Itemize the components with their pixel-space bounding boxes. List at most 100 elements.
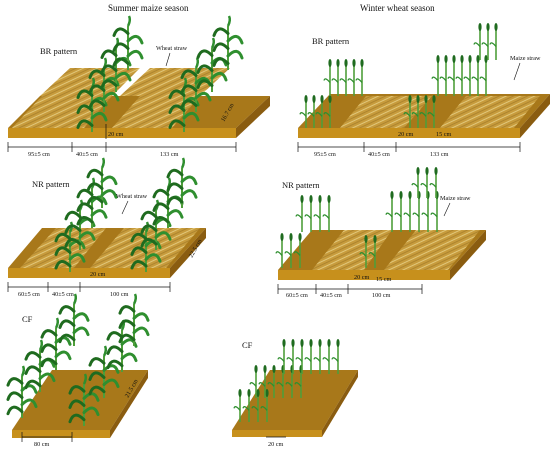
nr-wheat-straw-label: Wheat straw — [116, 193, 148, 200]
wheat-plant — [313, 339, 322, 374]
wbr-width-dim: 15 cm — [436, 131, 451, 138]
wheat-plant — [339, 59, 348, 96]
wheat-plant — [331, 59, 340, 96]
wheat-plant — [473, 23, 482, 60]
wheat-plant — [304, 195, 313, 232]
br-bed-2 — [120, 68, 230, 96]
br-soil-side — [236, 96, 270, 138]
nr-dim-c: 100 cm — [110, 291, 129, 298]
wheat-plant — [455, 55, 464, 96]
wheat-plant — [439, 55, 448, 96]
wheat-plant — [403, 95, 412, 128]
wheat-plant — [421, 191, 430, 232]
br-height-dim: 20 cm — [108, 131, 123, 138]
wheat-plant — [258, 365, 267, 398]
wheat-plant — [368, 235, 377, 268]
wheat-plant — [385, 191, 394, 232]
cf-pattern-label: CF — [22, 314, 33, 324]
wheat-plant — [242, 389, 251, 422]
wheat-plant — [411, 167, 420, 198]
wheat-plant — [447, 55, 456, 96]
summer-maize-heading: Summer maize season — [108, 3, 189, 13]
wnr-dim-bar — [277, 284, 423, 294]
maize-straw-label: Maize straw — [510, 55, 541, 62]
maize-plant — [40, 317, 72, 370]
maize-plant — [76, 177, 108, 228]
wheat-plant — [304, 339, 313, 374]
maize-plant — [166, 157, 198, 208]
wheat-plant — [359, 235, 368, 268]
maize-plant — [212, 15, 244, 70]
maize-nr-block — [8, 228, 206, 278]
wheat-br-plants — [299, 23, 498, 128]
wheat-plant — [233, 389, 242, 422]
wheat-plant — [411, 95, 420, 128]
nr-dim-b: 40±5 cm — [52, 291, 74, 298]
wcf-dim: 20 cm — [268, 441, 283, 448]
wnr-dim-a: 60±5 cm — [286, 292, 308, 299]
br-dim-bar — [7, 142, 237, 152]
nr-dim-bar — [7, 282, 171, 292]
nr-pattern-label: NR pattern — [32, 179, 70, 189]
wheat-plant — [267, 365, 276, 398]
wheat-plant — [419, 95, 428, 128]
wheat-plant — [481, 23, 490, 60]
wbr-dim-b: 40±5 cm — [368, 151, 390, 158]
maize-plant — [64, 199, 96, 250]
wheat-nr-block — [278, 230, 486, 280]
br-dim-b: 40±5 cm — [76, 151, 98, 158]
maize-nr-plants — [54, 157, 198, 272]
wheat-plant — [347, 59, 356, 96]
maize-br-block — [8, 68, 270, 138]
maize-plant — [86, 157, 118, 208]
wheat-br-pattern-label: BR pattern — [312, 36, 350, 46]
wheat-cf-plants — [233, 339, 340, 422]
wheat-plant — [429, 167, 438, 198]
wheat-plant — [412, 191, 421, 232]
wheat-nr-plants — [275, 167, 439, 268]
wheat-plant — [275, 233, 284, 268]
wheat-br-block — [298, 94, 550, 138]
maize-plant — [118, 293, 150, 346]
br-pattern-label: BR pattern — [40, 46, 78, 56]
nr-maize-pointer — [443, 202, 451, 217]
maize-plant — [68, 373, 100, 426]
wheat-cf-block — [232, 370, 358, 437]
wbr-dim-bar — [297, 142, 521, 152]
wheat-plant — [323, 59, 332, 96]
wheat-plant — [479, 55, 488, 96]
br-soil-front — [8, 128, 236, 138]
nr-maize-straw-label: Maize straw — [440, 195, 471, 202]
wheat-plant — [251, 389, 260, 422]
wnr-dim-b: 40±5 cm — [320, 292, 342, 299]
nr-height-dim: 20 cm — [90, 271, 105, 278]
winter-wheat-heading: Winter wheat season — [360, 3, 435, 13]
maize-cf-plants — [6, 293, 150, 426]
wheat-straw-pointer — [165, 52, 171, 67]
wheat-plant — [277, 339, 286, 374]
wheat-cf-pattern-label: CF — [242, 340, 253, 350]
wheat-plant — [403, 191, 412, 232]
maize-plant — [100, 37, 132, 92]
wbr-height-dim: 20 cm — [398, 131, 413, 138]
wheat-plant — [463, 55, 472, 96]
wheat-plant — [249, 365, 258, 398]
wnr-height-dim: 20 cm — [354, 274, 369, 281]
maize-plant — [6, 365, 38, 418]
maize-plant — [106, 319, 138, 372]
wheat-plant — [355, 59, 364, 96]
maize-plant — [112, 15, 144, 70]
wnr-dim-c: 100 cm — [372, 292, 391, 299]
maize-plant — [168, 77, 200, 132]
maize-plant — [88, 57, 120, 112]
wbr-dim-c: 133 cm — [430, 151, 449, 158]
wheat-plant — [313, 195, 322, 232]
wheat-plant — [293, 233, 302, 268]
wheat-plant — [299, 95, 308, 128]
wheat-plant — [322, 195, 331, 232]
wheat-plant — [322, 339, 331, 374]
wheat-plant — [394, 191, 403, 232]
maize-plant — [180, 57, 212, 112]
